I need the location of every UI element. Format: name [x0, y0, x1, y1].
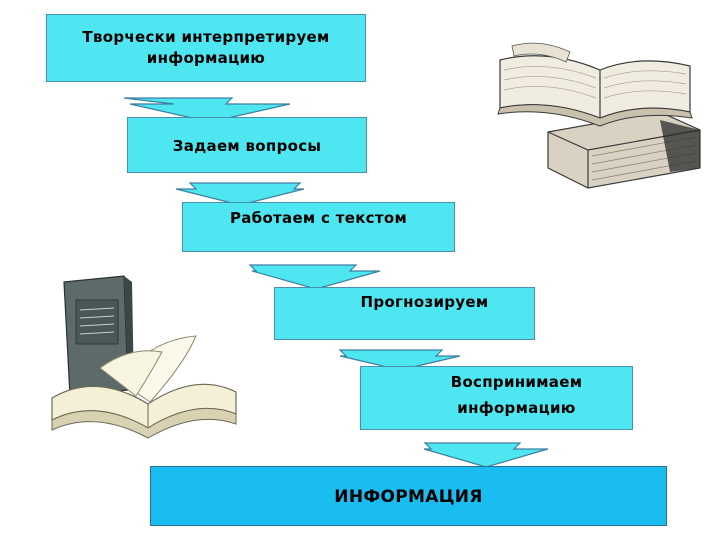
step-label-line: Воспринимаем	[450, 373, 583, 391]
step-label-line: ИНФОРМАЦИЯ	[334, 487, 483, 507]
step-label-line: Работаем с текстом	[229, 209, 408, 227]
arrow-1	[123, 97, 291, 123]
step-perceive-information: Воспринимаем информацию	[360, 366, 633, 430]
step-predict: Прогнозируем	[274, 287, 535, 340]
step-label-line: Прогнозируем	[360, 293, 489, 311]
open-book-with-closed-book-icon	[51, 275, 237, 439]
arrow-3	[248, 264, 381, 290]
arrow-4	[338, 349, 461, 371]
step-label-line: Творчески интерпретируем	[82, 28, 330, 46]
step-ask-questions: Задаем вопросы	[127, 117, 367, 173]
step-label-line: Задаем вопросы	[172, 137, 322, 155]
arrow-5	[423, 442, 549, 468]
step-information-result: ИНФОРМАЦИЯ	[150, 466, 667, 526]
open-books-stack-icon	[497, 42, 701, 189]
step-creative-interpretation: Творчески интерпретируем информацию	[46, 14, 366, 82]
step-label-line: информацию	[457, 399, 576, 417]
step-work-with-text: Работаем с текстом	[182, 202, 455, 252]
step-label-line: информацию	[146, 49, 266, 67]
arrow-2	[175, 182, 305, 206]
